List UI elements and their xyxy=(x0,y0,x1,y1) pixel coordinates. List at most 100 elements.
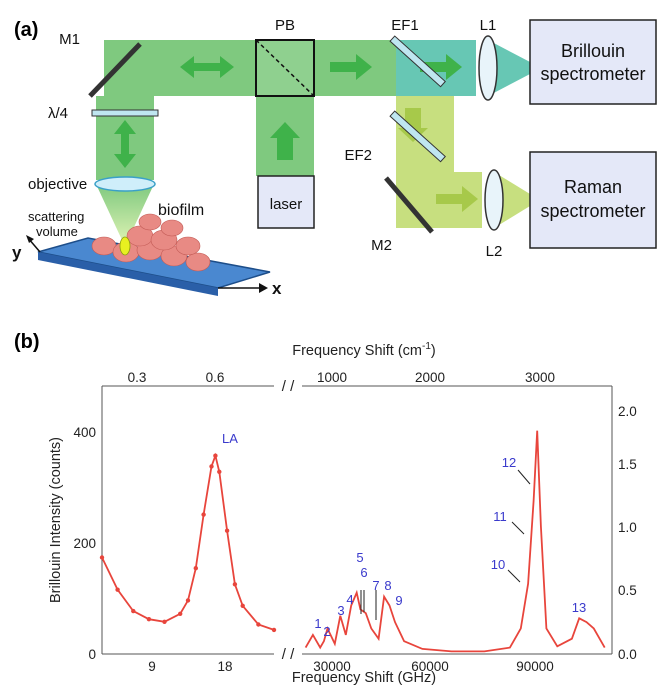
brillouin-spectrometer-title: Brillouin xyxy=(561,41,625,61)
lambda4-label: λ/4 xyxy=(48,105,68,122)
brillouin-spectrometer-subtitle: spectrometer xyxy=(540,64,645,84)
peak-label: 8 xyxy=(384,578,391,593)
axis-y-label: y xyxy=(12,243,22,262)
pb-label: PB xyxy=(275,17,295,34)
left-axis-title: Brillouin Intensity (counts) xyxy=(48,437,64,603)
objective-lens xyxy=(94,176,156,192)
lens-l1 xyxy=(478,35,498,101)
right-tick-label: 0.0 xyxy=(618,647,637,662)
raman-spectrometer-box xyxy=(529,151,657,249)
sample-stage-side xyxy=(38,252,218,296)
peak-markers xyxy=(360,469,531,620)
peak-label-la: LA xyxy=(222,431,238,446)
m1-label: M1 xyxy=(59,31,80,48)
brillouin-data-point xyxy=(232,582,238,587)
brillouin-data-point xyxy=(185,598,191,603)
brillouin-series-line xyxy=(101,452,275,631)
bottom-tick-label: 60000 xyxy=(411,659,449,674)
bottom-tick-label: 90000 xyxy=(516,659,554,674)
peak-label: 4 xyxy=(346,592,353,607)
brillouin-data-point xyxy=(209,464,214,469)
top-tick-label: 0.6 xyxy=(206,370,225,385)
peak-label: 11 xyxy=(493,509,507,524)
brillouin-data-point xyxy=(271,627,277,633)
brillouin-points xyxy=(99,453,277,633)
right-tick-label: 0.5 xyxy=(618,583,637,598)
peak-label: 9 xyxy=(395,593,402,608)
scattering-volume-spot xyxy=(119,236,131,256)
ef1-label: EF1 xyxy=(391,17,419,34)
raman-spectrometer-title: Raman xyxy=(564,177,622,197)
left-tick-label: 200 xyxy=(73,536,96,551)
axis-x-arrowhead xyxy=(259,283,268,293)
m2-label: M2 xyxy=(371,237,392,254)
bottom-axis-title: Frequency Shift (GHz) xyxy=(292,670,436,686)
top-tick-label: 1000 xyxy=(317,370,347,385)
left-tick-label: 0 xyxy=(88,647,96,662)
axis-x-label: x xyxy=(272,279,282,298)
filter-ef1 xyxy=(389,35,446,88)
beam-m1-pb xyxy=(104,40,256,96)
right-tick-label: 2.0 xyxy=(618,404,637,419)
brillouin-data-point xyxy=(162,619,167,624)
bottom-tick-label: 9 xyxy=(148,659,156,674)
filter-ef2 xyxy=(389,110,446,163)
brillouin-spectrometer-box xyxy=(529,19,657,105)
raman-series-line xyxy=(304,430,606,653)
ef2-label: EF2 xyxy=(344,147,372,164)
plot-frame xyxy=(101,385,613,655)
peak-label: 3 xyxy=(337,603,344,618)
top-tick-label: 3000 xyxy=(525,370,555,385)
peak-label: 12 xyxy=(502,455,516,470)
right-tick-label: 1.5 xyxy=(618,457,637,472)
top-tick-label: 2000 xyxy=(415,370,445,385)
biofilm-label: biofilm xyxy=(158,202,204,219)
brillouin-data-point xyxy=(115,587,120,592)
axis-break-top: / / xyxy=(282,378,295,395)
raman-spectrometer-subtitle: spectrometer xyxy=(540,201,645,221)
brillouin-data-point xyxy=(256,622,261,627)
brillouin-data-point xyxy=(146,617,152,622)
top-tick-label: 0.3 xyxy=(128,370,147,385)
axis-break-bottom: / / xyxy=(282,646,295,663)
brillouin-data-point xyxy=(224,528,230,533)
panel-a-label: (a) xyxy=(14,19,38,41)
bottom-tick-label: 30000 xyxy=(313,659,351,674)
panel-b: (b) / / / / Frequency Shift (cm-1) Frequ… xyxy=(14,331,637,686)
laser-label: laser xyxy=(270,196,303,213)
brillouin-data-point xyxy=(201,512,206,517)
peak-label: 2 xyxy=(323,624,330,639)
brillouin-data-point xyxy=(178,611,183,616)
peak-label: 6 xyxy=(360,565,367,580)
l1-label: L1 xyxy=(480,17,497,34)
panel-b-label: (b) xyxy=(14,331,40,353)
panel-a: (a) xyxy=(12,17,657,298)
peak-label: 10 xyxy=(491,557,505,572)
lens-l2 xyxy=(484,169,504,231)
volume-label: volume xyxy=(36,224,78,239)
beam-l1-cone xyxy=(488,40,530,96)
peak-label: 5 xyxy=(356,550,363,565)
beam-l2-cone xyxy=(494,172,530,228)
mirror-m2 xyxy=(384,176,434,234)
l2-label: L2 xyxy=(486,243,503,260)
mirror-m1 xyxy=(88,42,142,98)
peak-label: 7 xyxy=(372,578,379,593)
brillouin-data-point xyxy=(99,555,105,560)
axis-y-arrowhead xyxy=(26,235,34,243)
beam-arrows xyxy=(114,54,478,212)
brillouin-data-point xyxy=(193,566,198,571)
objective-label: objective xyxy=(28,176,87,193)
scattering-label: scattering xyxy=(28,209,84,224)
beam-splitter xyxy=(255,39,315,97)
peak-label: 13 xyxy=(572,600,586,615)
brillouin-data-point xyxy=(131,608,136,614)
right-tick-label: 1.0 xyxy=(618,520,637,535)
peak-label: 1 xyxy=(314,616,321,631)
biofilm-cells xyxy=(91,213,211,272)
top-axis-title: Frequency Shift (cm-1) xyxy=(292,341,436,359)
waveplate xyxy=(91,109,159,117)
laser-box xyxy=(257,175,315,229)
brillouin-data-point xyxy=(217,469,222,474)
